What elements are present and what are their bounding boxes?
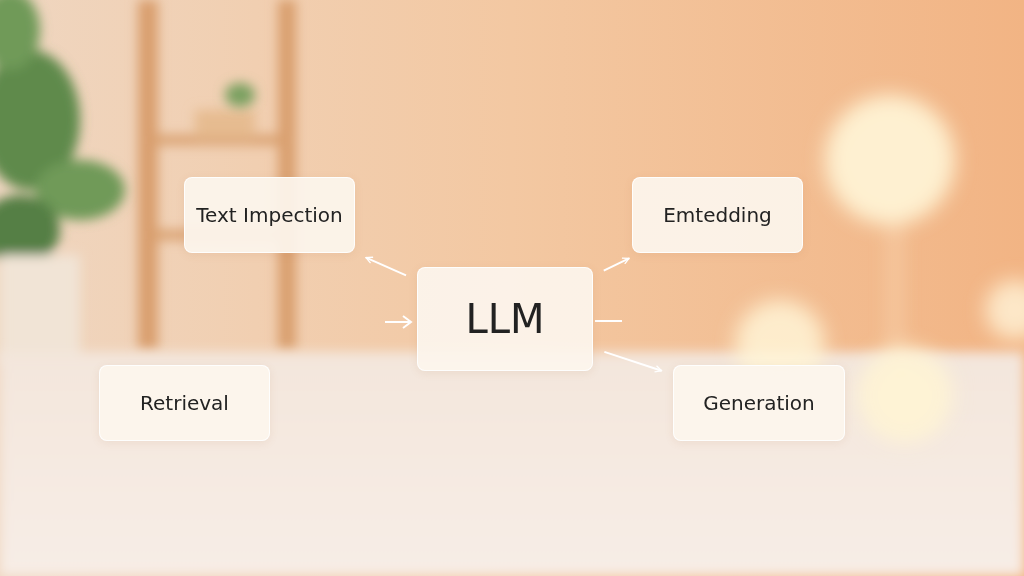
process-box: Text Impection bbox=[184, 177, 355, 253]
process-box: Emtedding bbox=[632, 177, 803, 253]
node-label: Emtedding bbox=[663, 203, 772, 227]
node-label: Retrieval bbox=[140, 391, 229, 415]
node-label: Generation bbox=[703, 391, 815, 415]
arrow-connector bbox=[366, 258, 406, 276]
shelf bbox=[138, 0, 296, 350]
process-box: LLM bbox=[417, 267, 593, 371]
node-label: Text Impection bbox=[196, 203, 343, 227]
arrow-connector bbox=[604, 258, 629, 270]
process-box: Retrieval bbox=[99, 365, 270, 441]
process-box: Generation bbox=[673, 365, 845, 441]
arrow-connector bbox=[604, 352, 661, 371]
node-label: LLM bbox=[465, 295, 544, 343]
